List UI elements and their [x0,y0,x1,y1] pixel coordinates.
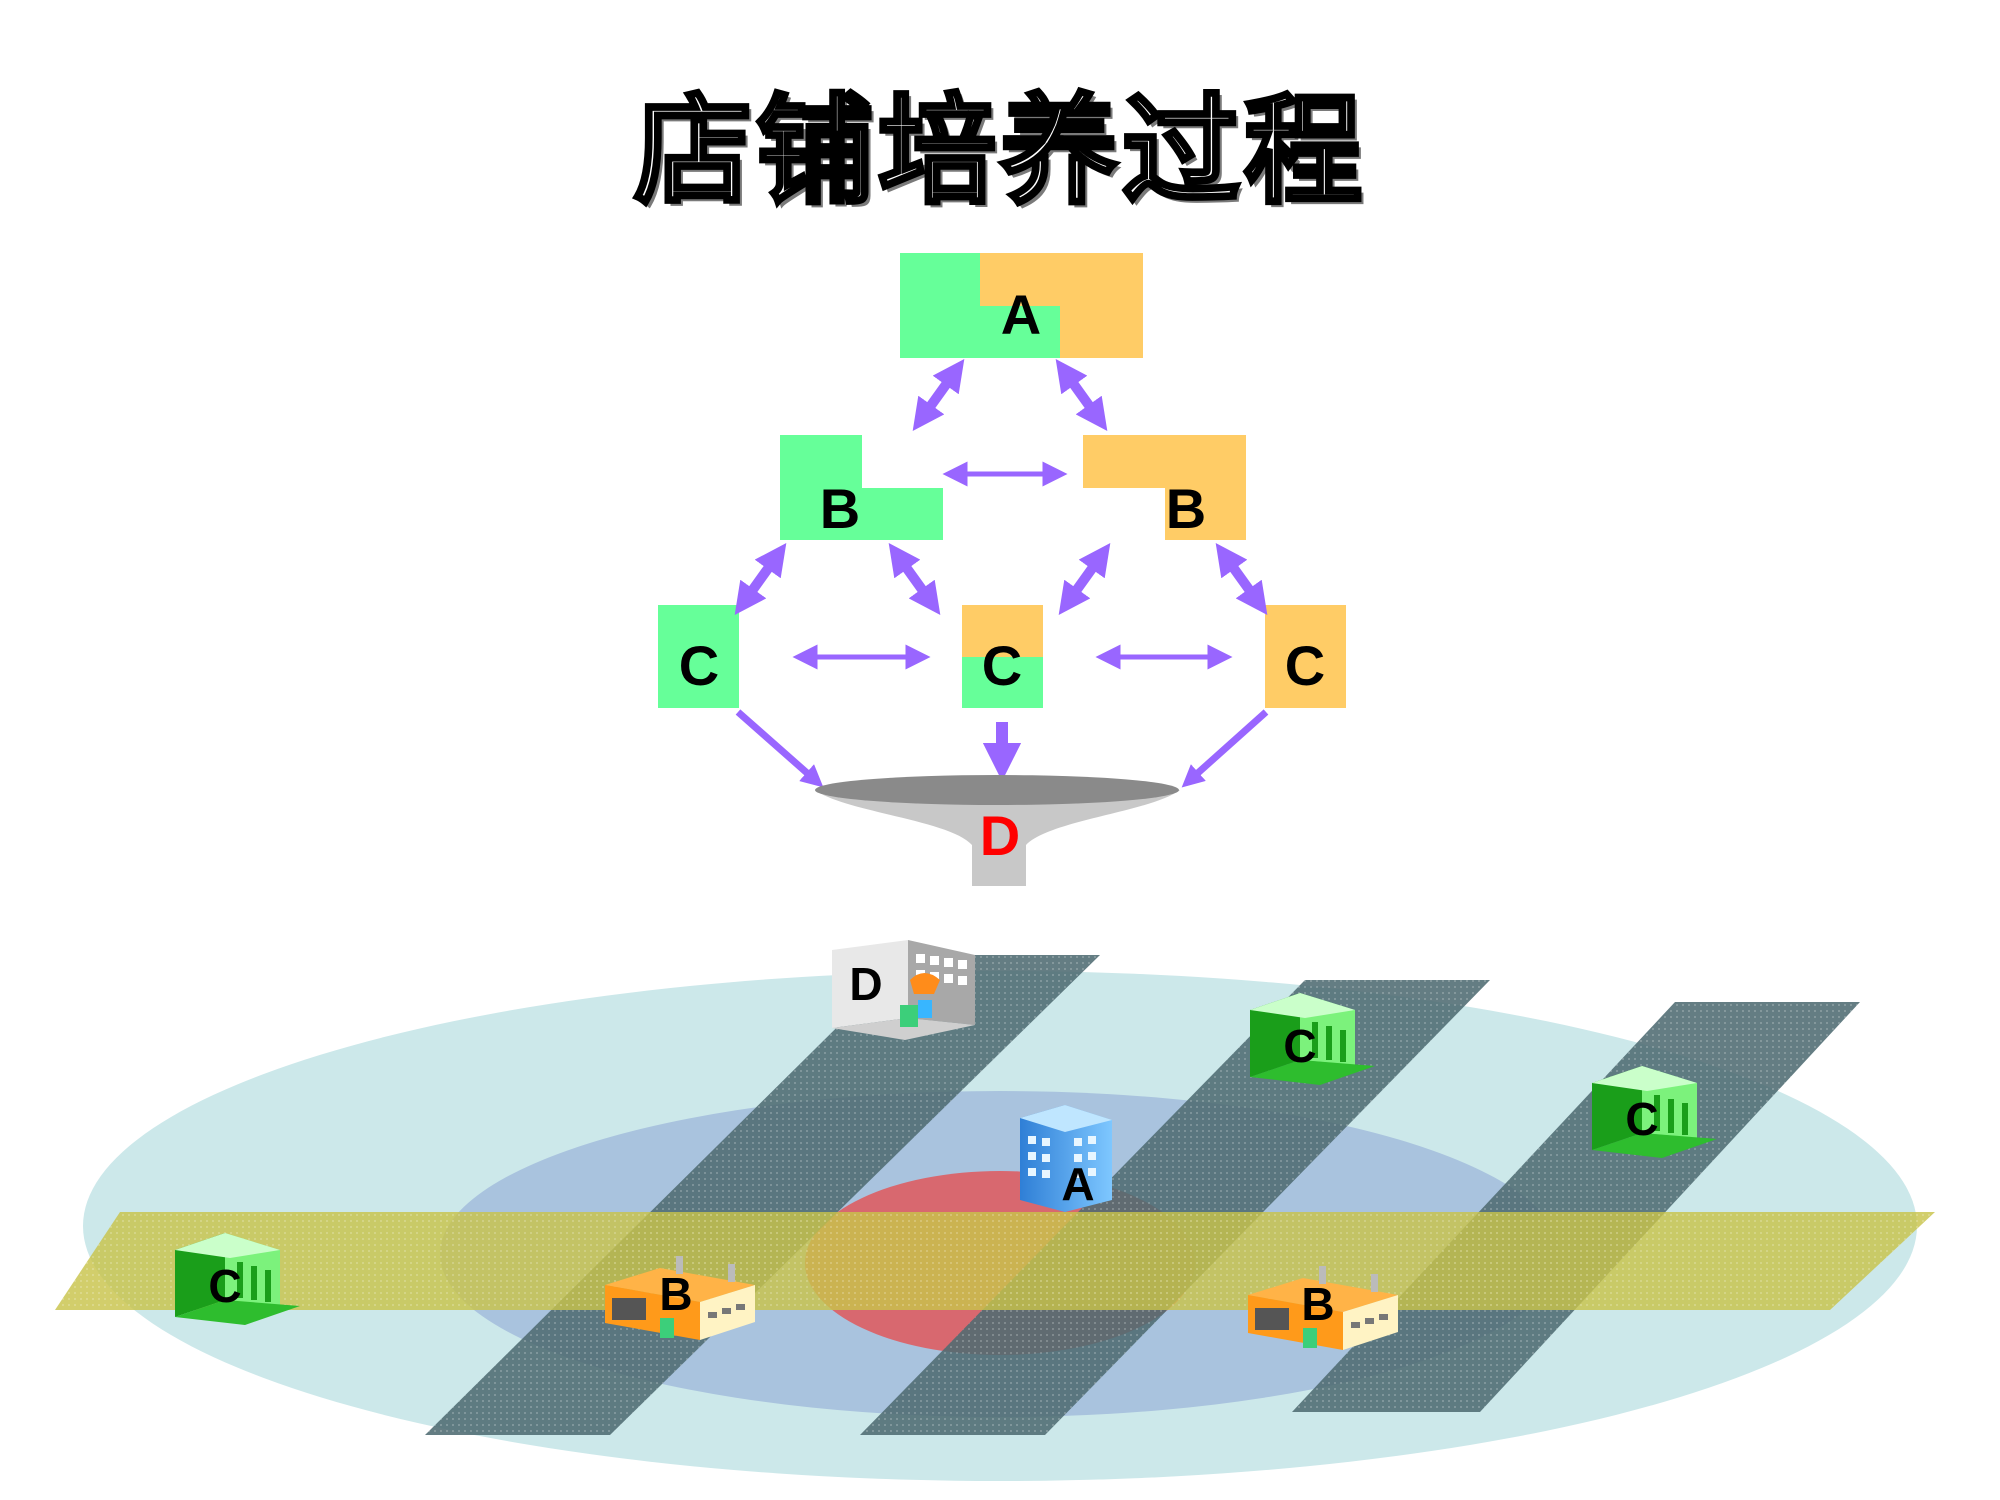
box-icon [900,1005,918,1027]
store-d-label: D [849,958,882,1010]
box-c-orange-label: C [1285,634,1325,697]
store-c-1-label: C [1283,1020,1316,1072]
arrow-b-c-4 [1215,542,1268,616]
box-b-orange-label: B [1166,477,1206,540]
box-b-orange: B [1083,435,1246,540]
box-b-green-label: B [820,477,860,540]
store-b-2: B [1248,1266,1398,1350]
store-c-3: C [175,1233,300,1325]
box-a-label: A [1001,283,1041,346]
store-b-2-label: B [1301,1278,1334,1330]
store-a: A [1020,1105,1112,1212]
arrow-b-c-1 [734,542,787,616]
box-a: A [900,253,1143,358]
box-c-green: C [658,605,739,708]
forklift-icon [910,973,940,994]
hierarchy-diagram: A B B C C C [658,253,1346,886]
box-c-mixed-label: C [982,634,1022,697]
page-title: 店铺培养过程 [632,80,1366,222]
funnel-d-label: D [980,804,1020,867]
box-c-orange: C [1265,605,1346,708]
arrow-c-d-right [1181,709,1269,788]
store-c-2-label: C [1625,1093,1658,1145]
store-b-1-label: B [659,1268,692,1320]
box-b-green: B [780,435,943,540]
box-c-mixed: C [962,605,1043,708]
store-c-2: C [1592,1066,1717,1158]
arrow-b-c-2 [888,542,941,616]
store-c-3-label: C [208,1260,241,1312]
arrow-a-b-right [1055,358,1108,432]
office-building-icon [1020,1105,1112,1212]
store-a-label: A [1061,1158,1094,1210]
location-map: A D [55,940,1935,1481]
store-b-1: B [605,1256,755,1340]
store-d: D [832,940,975,1040]
funnel-d: D [815,775,1180,886]
arrow-c-d-left [735,709,824,788]
arrow-b-c-3 [1058,542,1111,616]
arrow-a-b-left [912,358,965,432]
box-c-green-label: C [679,634,719,697]
store-c-1: C [1250,993,1375,1085]
arrows [734,358,1269,788]
